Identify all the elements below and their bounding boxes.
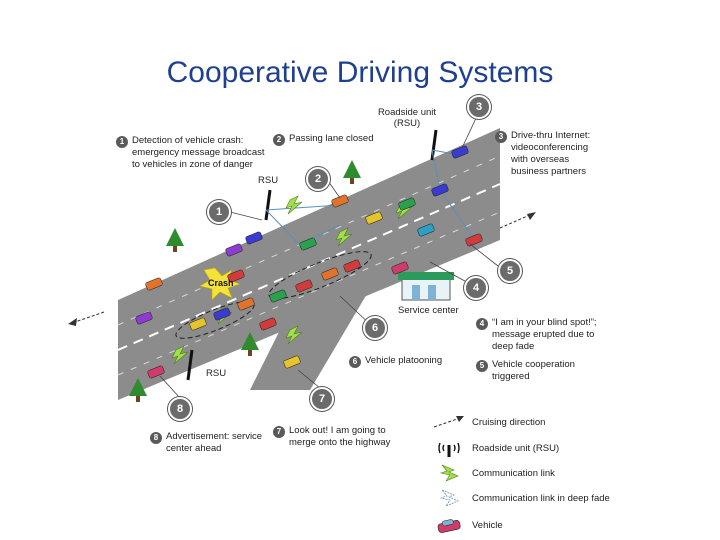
crash-burst bbox=[199, 267, 241, 301]
annotation-text: Drive-thru Internet: videoconferencing w… bbox=[511, 130, 591, 177]
annotation-text: Vehicle cooperation triggered bbox=[492, 359, 575, 382]
annotation-text: Passing lane closed bbox=[289, 133, 374, 144]
rsu-label-top: Roadside unit (RSU) bbox=[377, 107, 437, 129]
cruising-arrow-left bbox=[68, 311, 105, 326]
legend-item-communication-link: Communication link bbox=[432, 464, 555, 482]
rsu-label-mid: RSU bbox=[258, 175, 279, 186]
annotation-text: Detection of vehicle crash: emergency me… bbox=[132, 135, 265, 170]
marker-4: 4 bbox=[464, 276, 488, 300]
arrow-icon bbox=[433, 416, 464, 428]
annotation-text: Advertisement: service center ahead bbox=[166, 431, 263, 454]
slide-title: Cooperative Driving Systems bbox=[166, 56, 554, 89]
marker-3: 3 bbox=[467, 95, 491, 119]
legend-label: Communication link bbox=[472, 467, 555, 479]
legend-label: Communication link in deep fade bbox=[472, 492, 610, 504]
annotation-number: 6 bbox=[349, 356, 361, 368]
marker-8: 8 bbox=[168, 397, 192, 421]
annotation-number: 8 bbox=[150, 432, 162, 444]
cruising-arrow-right bbox=[499, 212, 536, 229]
annotation-number: 7 bbox=[273, 426, 285, 438]
legend-item-deep-fade-link: Communication link in deep fade bbox=[432, 489, 610, 507]
annotation-number: 4 bbox=[476, 318, 488, 330]
annotation-4: 4 “I am in your blind spot!”; message er… bbox=[476, 317, 612, 353]
marker-1: 1 bbox=[207, 200, 231, 224]
annotation-number: 2 bbox=[273, 134, 285, 146]
annotation-number: 1 bbox=[116, 136, 128, 148]
crash-label: Crash bbox=[208, 278, 234, 288]
annotation-text: Look out! I am going to merge onto the h… bbox=[289, 425, 391, 448]
annotation-2: 2 Passing lane closed bbox=[273, 133, 383, 146]
highway bbox=[118, 128, 500, 400]
car-icon bbox=[437, 519, 461, 533]
lightning-icon bbox=[439, 464, 459, 482]
legend-item-cruising-direction: Cruising direction bbox=[432, 413, 545, 431]
annotation-text: Vehicle platooning bbox=[365, 355, 443, 366]
marker-5: 5 bbox=[498, 259, 522, 283]
marker-7: 7 bbox=[310, 387, 334, 411]
tree bbox=[129, 160, 361, 402]
annotation-7: 7 Look out! I am going to merge onto the… bbox=[273, 425, 403, 449]
service-center-label: Service center bbox=[398, 305, 459, 316]
legend-item-vehicle: Vehicle bbox=[432, 516, 503, 534]
faded-lightning-icon bbox=[439, 489, 460, 507]
annotation-6: 6 Vehicle platooning bbox=[349, 355, 459, 368]
legend-label: Cruising direction bbox=[472, 416, 546, 428]
legend-item-rsu: Roadside unit (RSU) bbox=[432, 439, 559, 457]
marker-2: 2 bbox=[306, 167, 330, 191]
legend-label: Vehicle bbox=[472, 519, 503, 531]
annotation-number: 5 bbox=[476, 360, 488, 372]
annotation-number: 3 bbox=[495, 131, 507, 143]
legend-label: Roadside unit (RSU) bbox=[472, 442, 560, 454]
marker-6: 6 bbox=[363, 316, 387, 340]
annotation-1: 1 Detection of vehicle crash: emergency … bbox=[116, 135, 266, 171]
vehicles bbox=[135, 145, 483, 379]
annotation-8: 8 Advertisement: service center ahead bbox=[150, 431, 270, 455]
antenna-icon bbox=[438, 442, 460, 457]
annotation-text: “I am in your blind spot!”; message erup… bbox=[492, 317, 597, 352]
on-ramp bbox=[250, 255, 390, 390]
annotation-5: 5 Vehicle cooperation triggered bbox=[476, 359, 596, 383]
annotation-3: 3 Drive-thru Internet: videoconferencing… bbox=[495, 130, 605, 178]
rsu-label-bottom: RSU bbox=[206, 368, 227, 379]
platoon-ellipse bbox=[268, 251, 372, 299]
rsu-tower-mid bbox=[264, 189, 272, 221]
service-center-building bbox=[398, 272, 454, 301]
rsu-tower-bottom bbox=[186, 349, 194, 381]
